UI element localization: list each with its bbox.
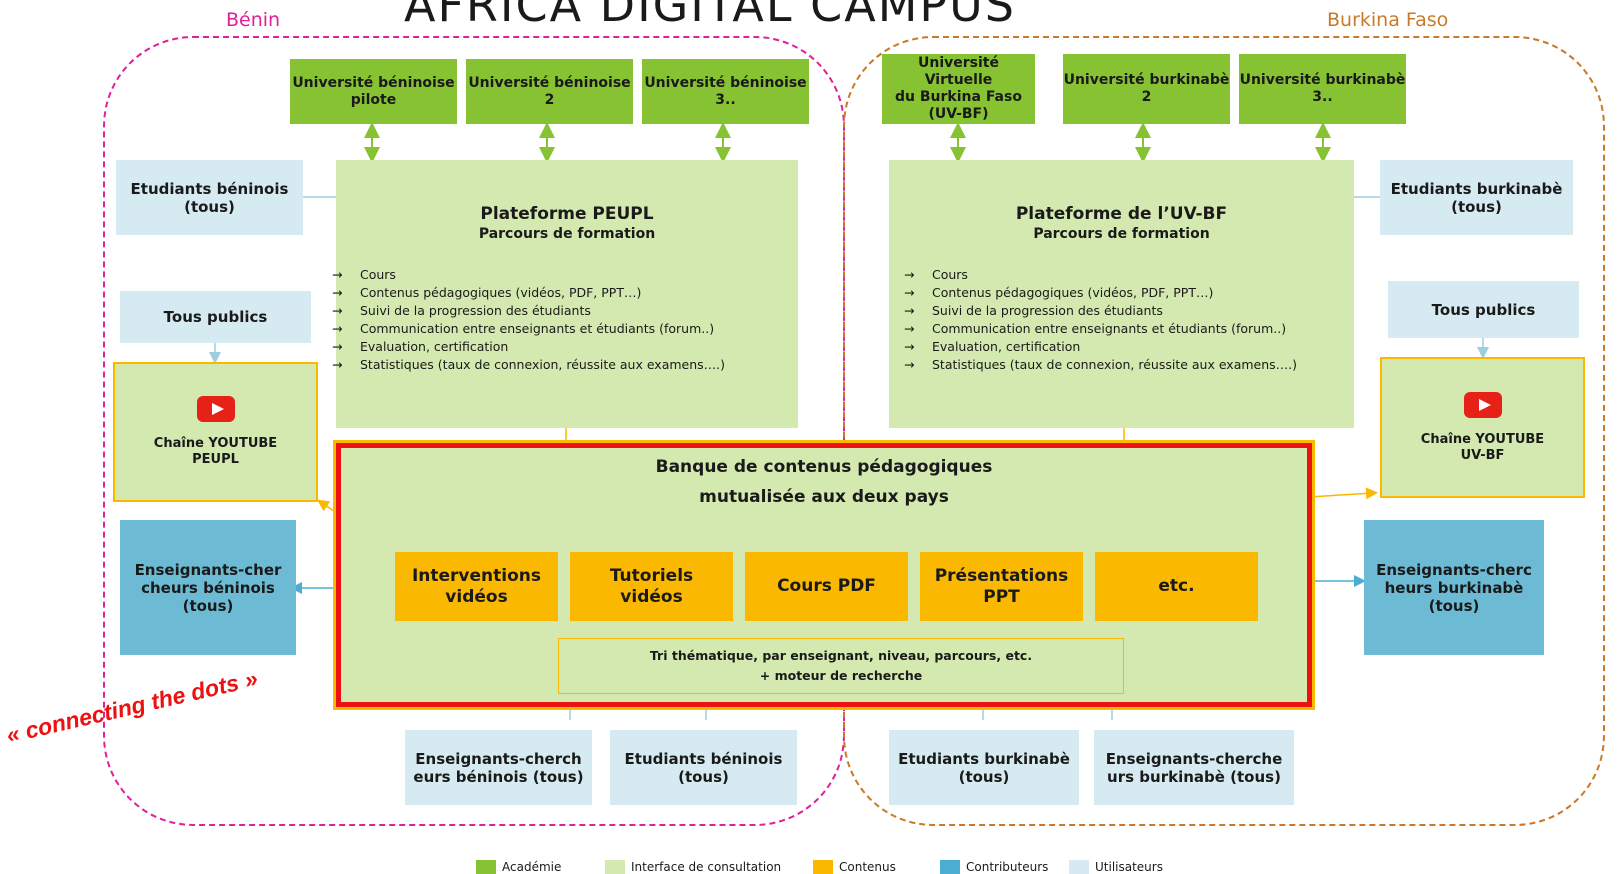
content-videos-interventions: Interventions vidéos xyxy=(395,552,558,621)
platform-uvbf: Plateforme de l’UV-BF Parcours de format… xyxy=(889,160,1354,428)
feature-item: →Evaluation, certification xyxy=(332,339,509,354)
feature-item: →Evaluation, certification xyxy=(904,339,1081,354)
teachers-burkina-bottom: Enseignants-cherche urs burkinabè (tous) xyxy=(1094,730,1294,805)
teachers-burkina-side: Enseignants-cherc heurs burkinabè (tous) xyxy=(1364,520,1544,655)
youtube-channel-uvbf: Chaîne YOUTUBE UV-BF xyxy=(1380,357,1585,498)
feature-item: →Statistiques (taux de connexion, réussi… xyxy=(332,357,726,372)
feature-item: →Communication entre enseignants et étud… xyxy=(904,321,1287,336)
platform-peupl-subtitle: Parcours de formation xyxy=(478,226,656,242)
legend-utilisateurs: Utilisateurs xyxy=(1069,860,1163,874)
university-benin-3: Université béninoise 3.. xyxy=(642,59,809,124)
content-etc: etc. xyxy=(1095,552,1258,621)
teachers-benin-bottom: Enseignants-cherch eurs béninois (tous) xyxy=(405,730,592,805)
feature-item: →Contenus pédagogiques (vidéos, PDF, PPT… xyxy=(904,285,1214,300)
feature-item: →Cours xyxy=(332,267,396,282)
feature-item: →Cours xyxy=(904,267,968,282)
feature-item: →Contenus pédagogiques (vidéos, PDF, PPT… xyxy=(332,285,642,300)
platform-peupl-features: →Cours →Contenus pédagogiques (vidéos, P… xyxy=(332,266,798,374)
university-benin-2: Université béninoise 2 xyxy=(466,59,633,124)
students-benin-top: Etudiants béninois (tous) xyxy=(116,160,303,235)
students-burkina-top: Etudiants burkinabè (tous) xyxy=(1380,160,1573,235)
students-burkina-bottom: Etudiants burkinabè (tous) xyxy=(889,730,1079,805)
platform-peupl-title: Plateforme PEUPL xyxy=(480,204,654,224)
university-burkina-2: Université burkinabè 2 xyxy=(1063,54,1230,124)
feature-item: →Suivi de la progression des étudiants xyxy=(904,303,1163,318)
teachers-benin-side: Enseignants-cher cheurs béninois (tous) xyxy=(120,520,296,655)
region-label-burkina: Burkina Faso xyxy=(1327,9,1449,31)
diagram-title: AFRICA DIGITAL CAMPUS xyxy=(404,0,1016,32)
university-benin-1: Université béninoise pilote xyxy=(290,59,457,124)
youtube-label-uvbf: Chaîne YOUTUBE UV-BF xyxy=(1420,431,1545,463)
content-bank-title: Banque de contenus pédagogiques mutualis… xyxy=(655,457,993,507)
feature-item: →Communication entre enseignants et étud… xyxy=(332,321,715,336)
content-ppt-presentations: Présentations PPT xyxy=(920,552,1083,621)
youtube-channel-peupl: Chaîne YOUTUBE PEUPL xyxy=(113,362,318,502)
youtube-icon xyxy=(196,396,235,423)
youtube-label-peupl: Chaîne YOUTUBE PEUPL xyxy=(153,436,278,467)
region-burkina xyxy=(843,36,1605,826)
legend-label: Contributeurs xyxy=(966,860,1049,874)
youtube-icon xyxy=(1463,391,1502,418)
content-pdf-courses: Cours PDF xyxy=(745,552,908,621)
legend-contributeurs: Contributeurs xyxy=(940,860,1048,874)
legend-swatch xyxy=(605,860,625,874)
public-left: Tous publics xyxy=(120,291,311,343)
university-burkina-3: Université burkinabè 3.. xyxy=(1239,54,1406,124)
legend-interface: Interface de consultation xyxy=(605,860,781,874)
legend-swatch xyxy=(1069,860,1089,874)
content-video-tutorials: Tutoriels vidéos xyxy=(570,552,733,621)
legend-label: Académie xyxy=(502,860,562,874)
platform-uvbf-title: Plateforme de l’UV-BF xyxy=(1015,204,1228,224)
platform-uvbf-features: →Cours →Contenus pédagogiques (vidéos, P… xyxy=(904,266,1354,374)
feature-item: →Statistiques (taux de connexion, réussi… xyxy=(904,357,1298,372)
legend-label: Interface de consultation xyxy=(631,860,782,874)
legend-label: Utilisateurs xyxy=(1095,860,1163,874)
legend-contenus: Contenus xyxy=(813,860,896,874)
region-label-benin: Bénin xyxy=(226,9,281,31)
feature-item: →Suivi de la progression des étudiants xyxy=(332,303,591,318)
platform-uvbf-subtitle: Parcours de formation xyxy=(1033,226,1210,242)
public-right: Tous publics xyxy=(1388,281,1579,338)
legend-swatch xyxy=(940,860,960,874)
university-burkina-1: Université Virtuelle du Burkina Faso (UV… xyxy=(882,54,1035,124)
students-benin-bottom: Etudiants béninois (tous) xyxy=(610,730,797,805)
platform-peupl: Plateforme PEUPL Parcours de formation →… xyxy=(332,160,798,428)
legend-swatch xyxy=(813,860,833,874)
legend-academie: Académie xyxy=(476,860,561,874)
sorting-search: Tri thématique, par enseignant, niveau, … xyxy=(558,638,1124,694)
legend-label: Contenus xyxy=(839,860,896,874)
legend-swatch xyxy=(476,860,496,874)
